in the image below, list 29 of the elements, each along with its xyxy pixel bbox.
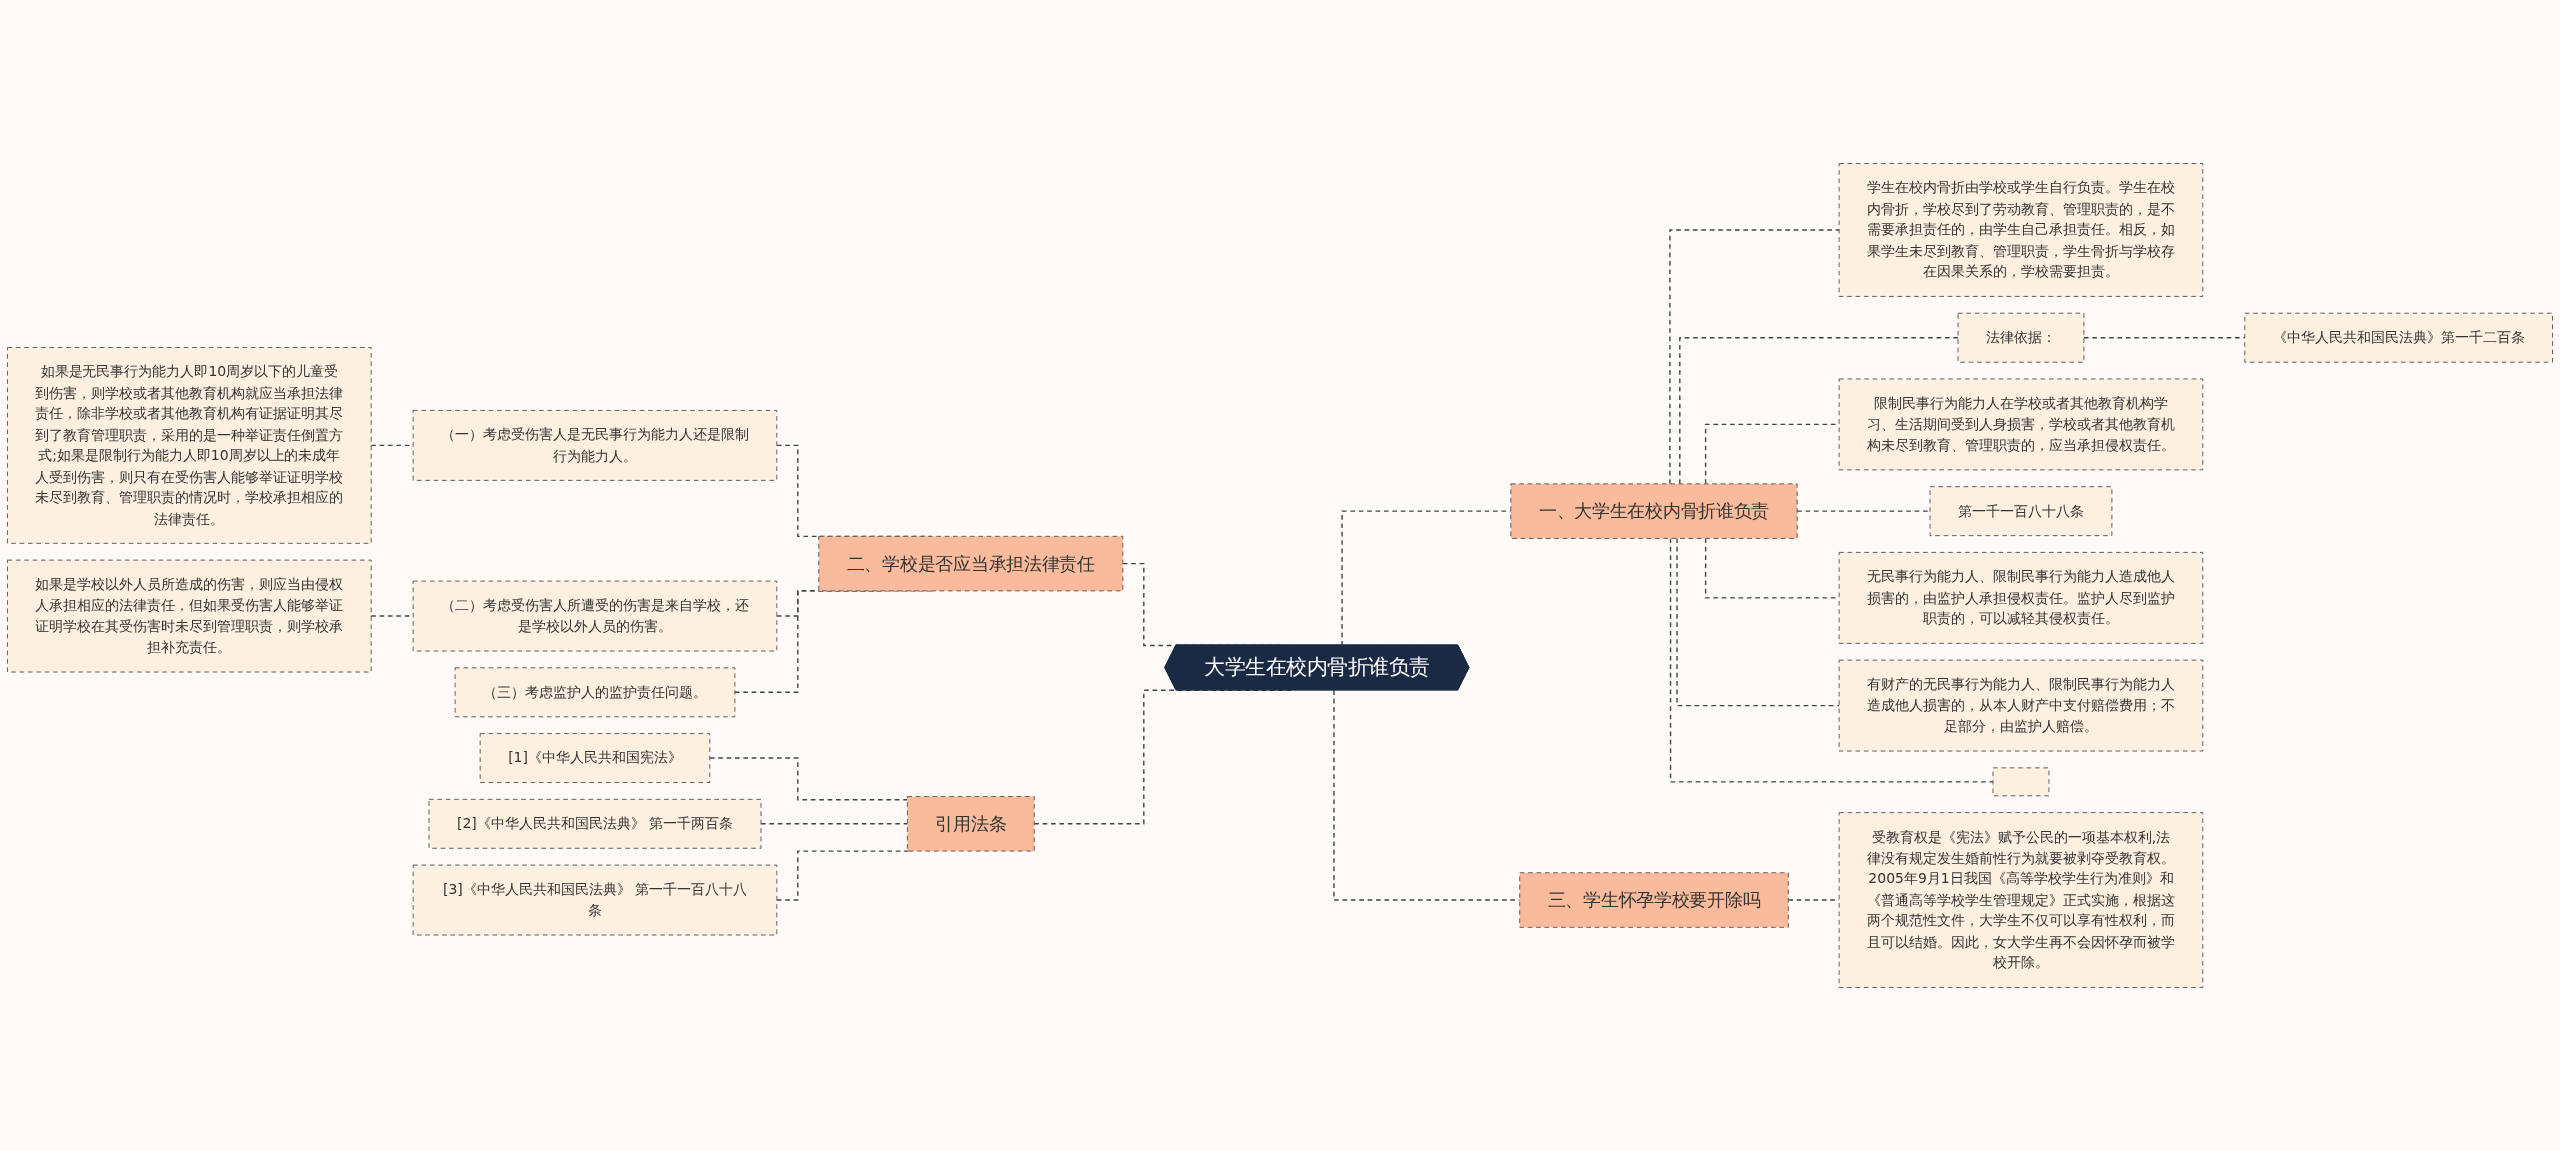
node-box: 如果是无民事行为能力人即10周岁以下的儿童受到伤害，则学校或者其他教育机构就应当承担法律责任，除非学校或者其他教育机构有证据证明其尽到了教育管理职责，采用的是一种举证责任倒置方式;如果是限制行为能力人即10周岁以上的未成年人受到伤害，则只有在受伤害人能够举证证明学校未尽到教育、管理职责的情况时，学校承担相应的法律责任。	[7, 347, 372, 544]
connector	[1796, 510, 1931, 512]
connector	[709, 757, 909, 801]
connector	[1669, 537, 1994, 783]
node-box: 一、大学生在校内骨折谁负责	[1510, 483, 1798, 539]
node-box	[1992, 767, 2050, 797]
node-box: （一）考虑受伤害人是无民事行为能力人还是限制行为能力人。	[412, 409, 778, 481]
connector	[1679, 337, 1959, 485]
connector	[776, 850, 910, 901]
node-box: （二）考虑受伤害人所遭受的伤害是来自学校，还是学校以外人员的伤害。	[412, 580, 778, 652]
node-box: （三）考虑监护人的监护责任问题。	[454, 667, 736, 718]
node-box: 《中华人民共和国民法典》第一千二百条	[2244, 312, 2553, 363]
node-box: 二、学校是否应当承担法律责任	[818, 535, 1124, 592]
node-box: 学生在校内骨折由学校或学生自行负责。学生在校内骨折，学校尽到了劳动教育、管理职责的，是不需要承担责任的，由学生自己承担责任。相反，如果学生未尽到教育、管理职责，学生骨折与学校存在因果关系的，学校需要担责。	[1838, 163, 2204, 297]
connector	[1676, 537, 1840, 707]
node-box: 法律依据：	[1957, 312, 2085, 363]
connector	[760, 823, 909, 825]
node-box: 三、学生怀孕学校要开除吗	[1519, 872, 1789, 928]
node-box: 引用法条	[906, 796, 1035, 852]
node-box: 如果是学校以外人员所造成的伤害，则应当由侵权人承担相应的法律责任，但如果受伤害人能够举证证明学校在其受伤害时未尽到管理职责，则学校承担补充责任。	[7, 559, 372, 673]
node-box: [2]《中华人民共和国民法典》 第一千两百条	[428, 798, 762, 849]
node-box: 第一千一百八十八条	[1929, 486, 2113, 537]
node-box: [1]《中华人民共和国宪法》	[479, 733, 711, 783]
node-box: 无民事行为能力人、限制民事行为能力人造成他人损害的，由监护人承担侵权责任。监护人尽到监护职责的，可以减轻其侵权责任。	[1838, 551, 2204, 644]
node-box: 有财产的无民事行为能力人、限制民事行为能力人造成他人损害的，从本人财产中支付赔偿费用；不足部分，由监护人赔偿。	[1838, 659, 2204, 752]
node-box: [3]《中华人民共和国民法典》 第一千一百八十八条	[412, 864, 778, 936]
connector	[1669, 229, 1840, 485]
node-box: 限制民事行为能力人在学校或者其他教育机构学习、生活期间受到人身损害，学校或者其他教育机构未尽到教育、管理职责的，应当承担侵权责任。	[1838, 378, 2204, 471]
node-box: 受教育权是《宪法》赋予公民的一项基本权利,法律没有规定发生婚前性行为就要被剥夺受教育权。2005年9月1日我国《高等学校学生行为准则》和《普通高等学校学生管理规定》正式实施，根据这两个规范性文件，大学生不仅可以享有性权利，而且可以结婚。因此，女大学生再不会因怀孕而被学校开除。	[1838, 812, 2204, 988]
